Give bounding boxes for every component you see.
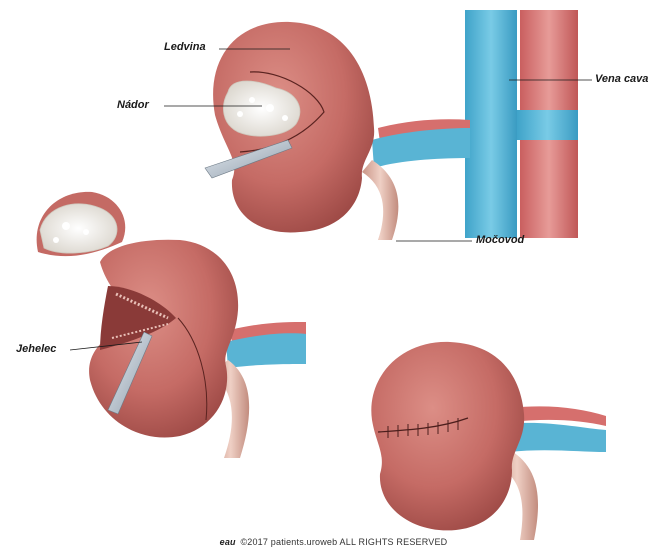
eau-logo: eau xyxy=(220,537,236,547)
kidney-bottom xyxy=(371,342,524,531)
copyright-credit: eau ©2017 patients.uroweb ALL RIGHTS RES… xyxy=(0,537,667,547)
label-nador: Nádor xyxy=(117,99,149,111)
label-mocovod: Močovod xyxy=(476,234,524,246)
credit-text: ©2017 patients.uroweb ALL RIGHTS RESERVE… xyxy=(240,537,447,547)
label-ledvina: Ledvina xyxy=(164,41,206,53)
removed-tumor xyxy=(37,192,126,256)
label-vena-cava: Vena cava xyxy=(595,73,648,85)
label-jehelec: Jehelec xyxy=(16,343,56,355)
kidney-top xyxy=(213,22,374,233)
ureter-top xyxy=(362,160,398,240)
